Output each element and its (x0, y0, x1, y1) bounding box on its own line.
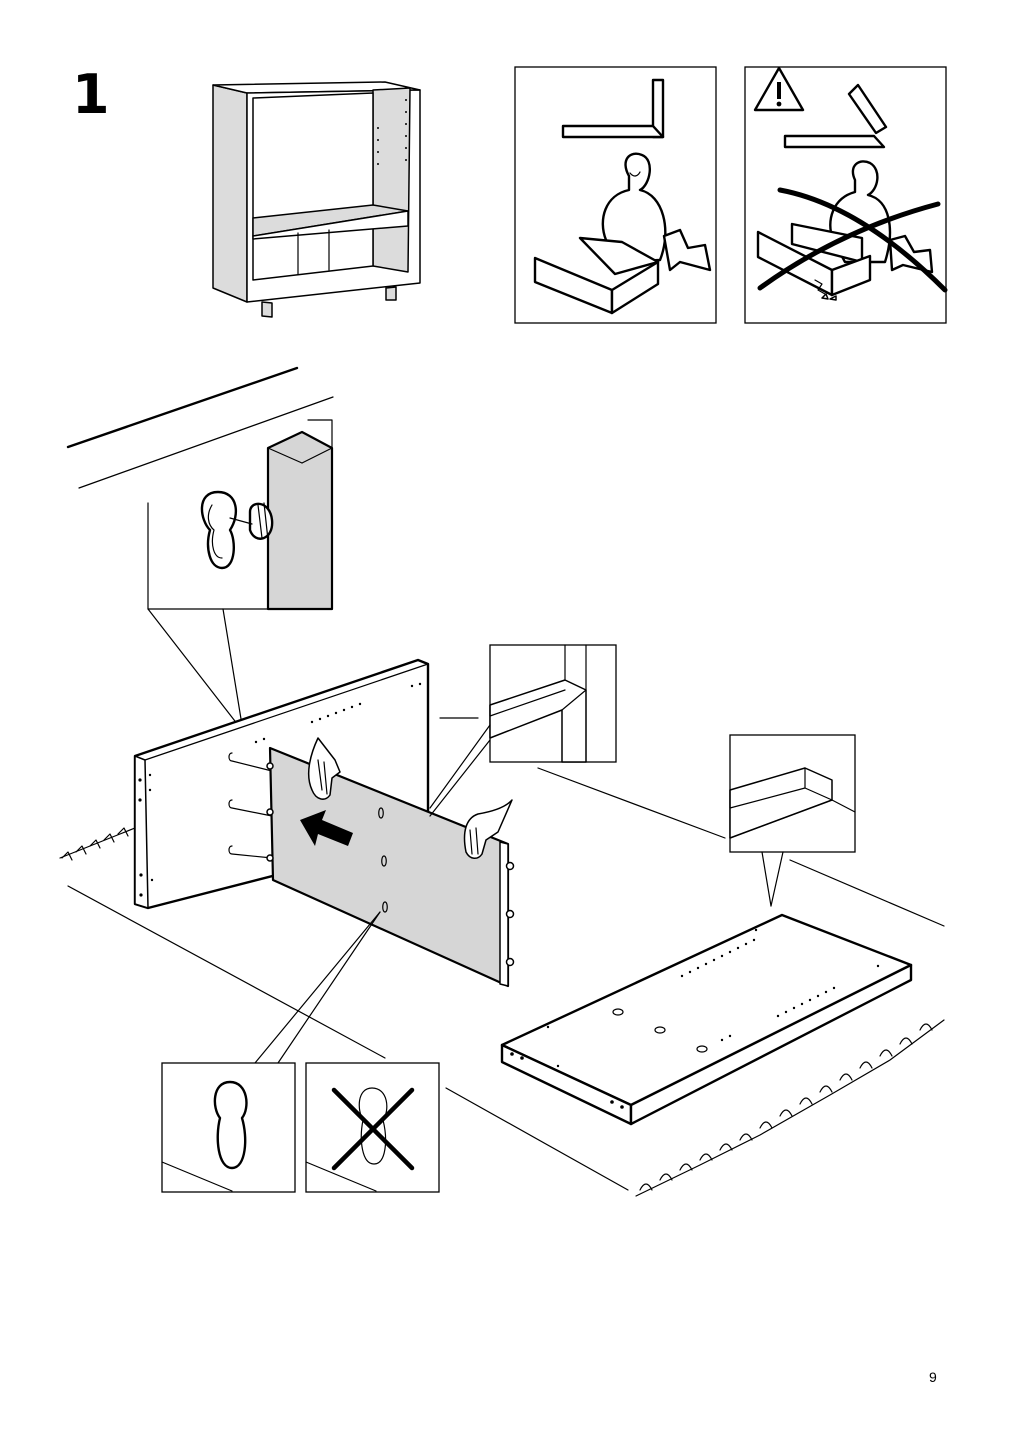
detail-dowel-keyhole (147, 419, 334, 726)
grey-panel (266, 737, 515, 988)
page-number: 9 (929, 1369, 937, 1385)
detail-groove-joint (429, 644, 617, 817)
detail-keyhole-wrong (305, 1062, 440, 1193)
bottom-panel (500, 913, 913, 1126)
warning-triangle-icon (753, 66, 805, 112)
step-number: 1 (72, 63, 110, 126)
detail-keyhole-correct (161, 911, 381, 1193)
info-panel-warning (744, 66, 948, 324)
detail-top-groove (729, 734, 856, 907)
cross-out-icon (757, 187, 948, 293)
hands-icon (307, 737, 513, 859)
arrow-icon (300, 810, 353, 846)
mat-fringe (61, 827, 933, 1191)
info-panel-soft-surface (514, 66, 717, 324)
cross-out-icon (331, 1087, 415, 1171)
floor-lines (59, 366, 945, 1197)
cabinet-overview (212, 81, 421, 318)
